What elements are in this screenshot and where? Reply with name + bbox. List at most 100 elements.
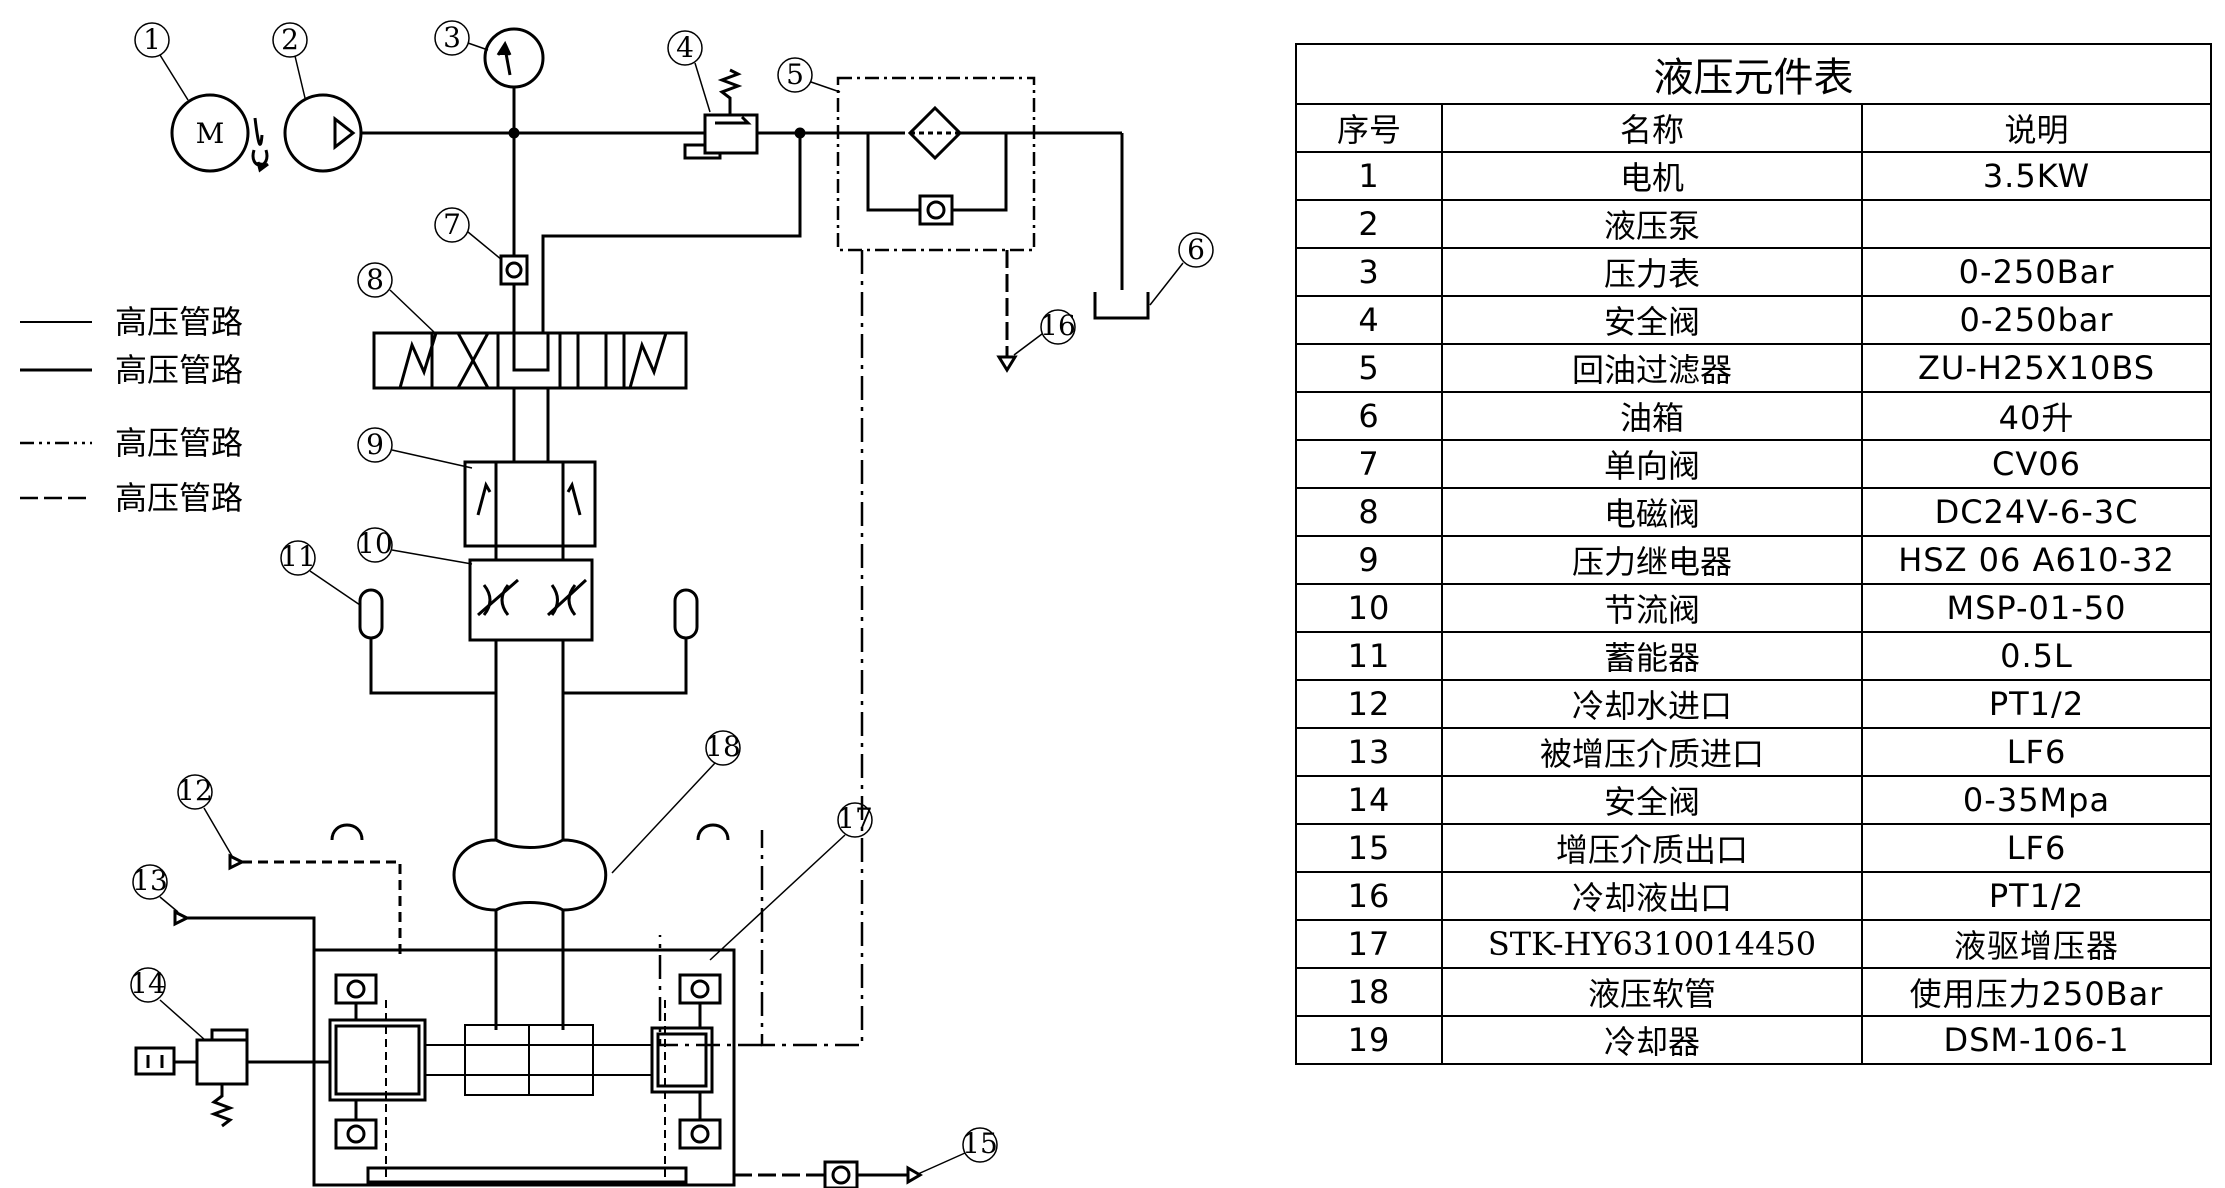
- cell-no: 8: [1295, 487, 1443, 537]
- cell-no: 6: [1295, 391, 1443, 441]
- cell-name: 液压软管: [1441, 967, 1863, 1017]
- cell-no: 17: [1295, 919, 1443, 969]
- cell-desc: DC24V-6-3C: [1860, 487, 2213, 537]
- legend-label-2: 高压管路: [115, 351, 243, 389]
- accumulator-right: [673, 588, 699, 640]
- pressure-switch-9-symbol: [463, 460, 597, 548]
- cell-desc: PT1/2: [1860, 679, 2213, 729]
- safety-valve-4-symbol: [703, 113, 759, 155]
- pump-symbol: [283, 93, 363, 173]
- cell-desc: 使用压力250Bar: [1860, 967, 2213, 1017]
- cell-no: 5: [1295, 343, 1443, 393]
- callout-9: 9: [366, 428, 384, 461]
- solenoid-valve-8-symbol: [372, 331, 688, 390]
- cell-desc: 0-35Mpa: [1860, 775, 2213, 825]
- cell-desc: DSM-106-1: [1860, 1015, 2213, 1065]
- callout-6: 6: [1187, 233, 1205, 266]
- cell-name: 电磁阀: [1441, 487, 1863, 537]
- cell-name: 冷却器: [1441, 1015, 1863, 1065]
- booster-right-cylinder: [650, 1026, 714, 1094]
- cell-name: 冷却水进口: [1441, 679, 1863, 729]
- motor-label: M: [196, 117, 225, 150]
- cell-name: 单向阀: [1441, 439, 1863, 489]
- header-desc: 说明: [1860, 103, 2213, 153]
- callout-4: 4: [676, 31, 694, 64]
- legend-label-3: 高压管路: [115, 424, 243, 462]
- check-valve-7-symbol: [499, 254, 529, 286]
- cell-desc: 0-250Bar: [1860, 247, 2213, 297]
- callout-17: 17: [837, 802, 873, 835]
- cell-desc: ZU-H25X10BS: [1860, 343, 2213, 393]
- header-no: 序号: [1295, 103, 1443, 153]
- cell-desc: HSZ 06 A610-32: [1860, 535, 2213, 585]
- cell-desc: 液驱增压器: [1860, 919, 2213, 969]
- cell-no: 14: [1295, 775, 1443, 825]
- cell-no: 9: [1295, 535, 1443, 585]
- cell-no: 19: [1295, 1015, 1443, 1065]
- booster-left-cylinder: [328, 1018, 427, 1102]
- cell-desc: 0-250bar: [1860, 295, 2213, 345]
- cell-desc: [1860, 199, 2213, 249]
- safety-valve-14-symbol: [195, 1038, 249, 1086]
- header-name: 名称: [1441, 103, 1863, 153]
- callout-13: 13: [132, 864, 168, 897]
- cell-name: 增压介质出口: [1441, 823, 1863, 873]
- cell-name: STK-HY6310014450: [1441, 919, 1863, 969]
- throttle-valve-10-symbol: [468, 558, 594, 642]
- cell-no: 11: [1295, 631, 1443, 681]
- cell-name: 被增压介质进口: [1441, 727, 1863, 777]
- legend-label-1: 高压管路: [115, 303, 243, 341]
- cell-name: 节流阀: [1441, 583, 1863, 633]
- cell-name: 电机: [1441, 151, 1863, 201]
- callout-18: 18: [705, 730, 741, 763]
- pressure-gauge-symbol: [483, 27, 545, 89]
- legend-lines: [20, 321, 92, 500]
- cell-desc: 40升: [1860, 391, 2213, 441]
- cell-no: 12: [1295, 679, 1443, 729]
- cell-desc: MSP-01-50: [1860, 583, 2213, 633]
- filter-symbol: [907, 105, 963, 161]
- cell-name: 蓄能器: [1441, 631, 1863, 681]
- cell-name: 压力表: [1441, 247, 1863, 297]
- return-filter-box: [836, 76, 1036, 252]
- callout-14: 14: [130, 967, 166, 1000]
- cell-desc: 3.5KW: [1860, 151, 2213, 201]
- cell-name: 安全阀: [1441, 295, 1863, 345]
- callout-3: 3: [443, 21, 461, 54]
- hydraulic-schematic: M 1 2 3 4 5 6 7 8 9 10 11 12 13 14 15 16…: [20, 20, 1214, 1188]
- callout-12: 12: [177, 774, 213, 807]
- callout-11: 11: [280, 540, 316, 573]
- cell-no: 13: [1295, 727, 1443, 777]
- callout-16: 16: [1040, 309, 1076, 342]
- hydraulic-hose-symbol: [452, 838, 608, 912]
- cell-name: 安全阀: [1441, 775, 1863, 825]
- callout-15: 15: [962, 1127, 998, 1160]
- legend-label-4: 高压管路: [115, 479, 243, 517]
- callout-10: 10: [357, 527, 393, 560]
- cell-desc: LF6: [1860, 727, 2213, 777]
- cell-desc: PT1/2: [1860, 871, 2213, 921]
- cell-no: 2: [1295, 199, 1443, 249]
- cell-no: 3: [1295, 247, 1443, 297]
- accumulator-left: [358, 588, 384, 640]
- cell-desc: CV06: [1860, 439, 2213, 489]
- cell-no: 7: [1295, 439, 1443, 489]
- cell-desc: 0.5L: [1860, 631, 2213, 681]
- table-title: 液压元件表: [1294, 43, 2213, 105]
- motor-symbol: [170, 93, 250, 173]
